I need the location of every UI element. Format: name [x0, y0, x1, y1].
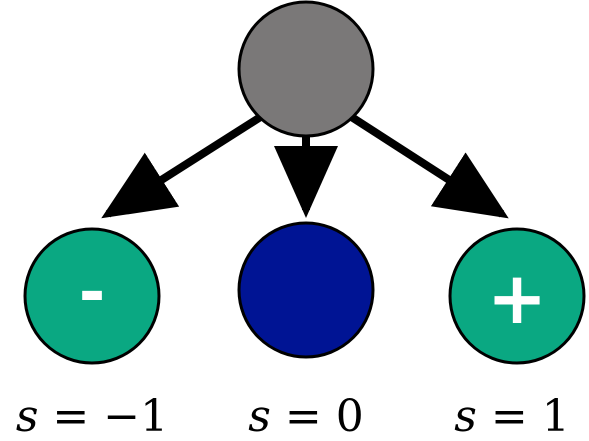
minus-symbol: -: [79, 256, 106, 330]
label-negative-var: s: [16, 391, 39, 441]
label-zero-val: 0: [336, 391, 364, 441]
plus-symbol: +: [487, 256, 547, 340]
label-negative: s = −1: [16, 391, 168, 441]
label-negative-val: −1: [103, 391, 168, 441]
label-positive-var: s: [454, 391, 477, 441]
label-negative-eq: =: [38, 391, 103, 441]
label-positive: s = 1: [454, 391, 569, 441]
label-zero-eq: =: [271, 391, 336, 441]
edges: [101, 112, 509, 219]
label-zero-var: s: [248, 391, 271, 441]
edge-root-to-positive: [347, 112, 509, 219]
positive-node-circle: [448, 227, 586, 365]
negative-node: -: [23, 227, 161, 365]
label-positive-eq: =: [477, 391, 542, 441]
root-node: [237, 0, 375, 138]
label-positive-val: 1: [542, 391, 570, 441]
label-zero: s = 0: [248, 391, 363, 441]
edge-root-to-negative: [101, 112, 265, 219]
zero-node-circle: [237, 221, 375, 359]
negative-node-circle: [23, 227, 161, 365]
zero-node: [237, 221, 375, 359]
positive-node: +: [448, 227, 586, 365]
